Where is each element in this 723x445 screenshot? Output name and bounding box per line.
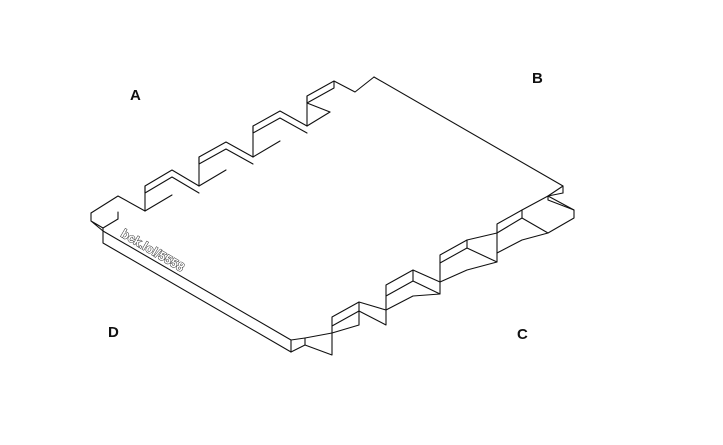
edge-c-d-tab-front-4 [331,310,360,334]
edge-d-a-top [102,218,119,229]
corner-label-a: A [130,87,141,104]
tab-edge-4 [306,80,335,104]
tab-edge-5 [144,194,173,212]
edge-c-d-corner-3 [290,337,306,341]
tab-edge-8 [306,111,331,127]
tab-edge-7 [252,140,281,158]
tab-edge-6 [198,169,227,187]
board-top-face [91,77,563,345]
edge-b-c-outline [373,76,575,234]
edge-c-d-upper-5 [331,301,387,327]
corner-label-c: C [517,326,528,343]
corner-label-b: B [532,70,543,87]
edge-c-d-tab-front-1 [496,232,549,254]
tab-edge-2 [198,148,254,165]
edge-c-d-corner [304,332,333,339]
tab-edge-1 [144,176,200,194]
edge-c-d-upper [439,209,523,264]
edge-c-d-tab-front-2 [439,261,498,283]
tab-edge-3 [252,117,308,134]
edge-c-d-upper-3 [385,269,441,297]
edge-b-c-detail-2 [547,192,564,197]
tab-edge-9 [306,102,331,113]
corner-label-d: D [108,324,119,341]
edge-a-b-outline [90,76,375,214]
edge-d-a-outline [90,212,292,353]
edge-c-d-tab-front-3 [385,293,441,311]
